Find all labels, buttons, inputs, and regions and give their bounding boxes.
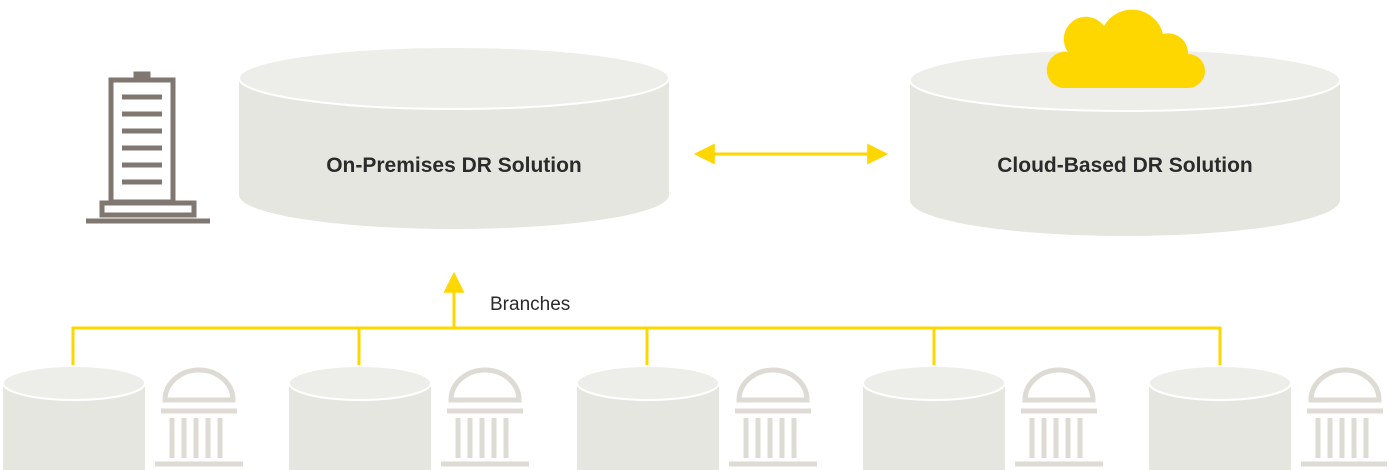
bank-building-icon [441, 367, 529, 467]
cloud-icon [1046, 9, 1205, 89]
branch-2 [288, 365, 529, 470]
on-premises-dr-node: On-Premises DR Solution [238, 46, 670, 229]
branch-database [1148, 365, 1292, 470]
bank-building-icon [1301, 367, 1387, 467]
bank-building-icon [1015, 367, 1103, 467]
branch-database [862, 365, 1006, 470]
branch-database [576, 365, 720, 470]
branch-connectors [71, 271, 1222, 368]
on-premises-label: On-Premises DR Solution [326, 154, 582, 177]
branch-4 [862, 365, 1103, 470]
branch-1 [2, 365, 243, 470]
branches-label: Branches [490, 294, 570, 315]
branch-5 [1148, 365, 1387, 470]
branch-database [288, 365, 432, 470]
bank-building-icon [729, 367, 817, 467]
bank-building-icon [155, 367, 243, 467]
cloud-label: Cloud-Based DR Solution [997, 154, 1253, 177]
branch-3 [576, 365, 817, 470]
branch-database [2, 365, 146, 470]
office-building-icon [86, 71, 210, 224]
